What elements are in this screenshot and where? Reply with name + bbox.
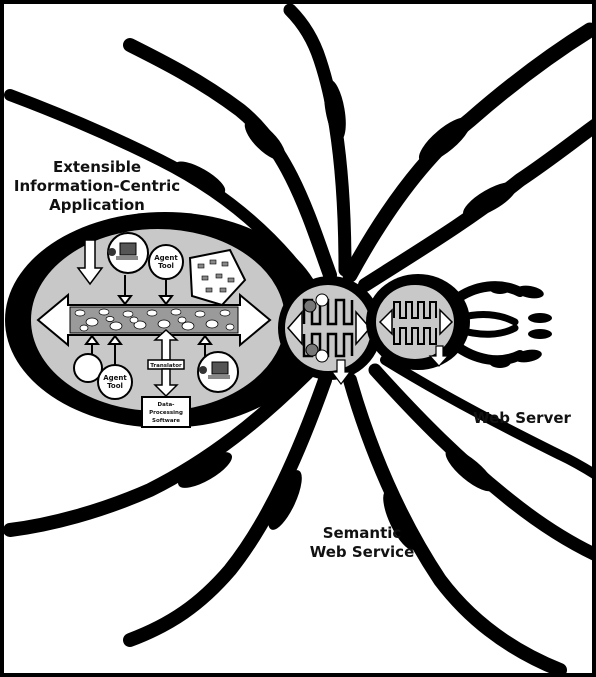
leg-lower-right-3 [380,355,596,480]
leg-joint-7 [268,470,302,530]
agent-tool-bottom-line2: Tool [107,382,123,390]
application-label: Extensible Information-Centric Applicati… [14,158,180,214]
agent-tool-top: Agent Tool [148,244,184,280]
translator-block: Translator [147,328,185,398]
agent-tool-bottom-line1: Agent [103,374,127,382]
input-arrow-icon [76,239,104,286]
leg-joint-3 [418,117,472,163]
leg-joint-5 [174,161,226,195]
pedipalps [450,281,552,368]
data-processing-line1: Data- [158,402,175,408]
data-processing-line2: Processing [149,410,183,416]
leg-joint-2 [324,79,346,141]
application-label-line3: Application [49,196,145,214]
leg-lower-right-1 [343,373,567,677]
agent-tool-top-line2: Tool [158,262,174,270]
leg-upper-left-1 [123,38,337,282]
web-server-graphic [378,301,454,367]
semantic-label: Semantic Web Service [310,524,415,561]
agent-tool-top-line1: Agent [154,254,178,262]
translator-label: Translator [150,363,182,369]
leg-joint-9 [445,448,495,492]
data-processing-line3: Software [152,418,180,424]
data-processing-software: Data- Processing Software [141,396,191,428]
node-circle-left [73,353,103,383]
spider-legs [3,3,596,677]
application-label-line1: Extensible [53,158,141,176]
semantic-service-graphic [287,293,371,385]
application-label-line2: Information-Centric [14,177,180,195]
leg-lower-left-1 [3,363,317,537]
computer-user-icon-top [107,232,149,274]
semantic-label-line2: Web Service [310,543,415,561]
leg-lower-right-2 [368,363,596,562]
semantic-label-line1: Semantic [323,524,402,542]
leg-joint-6 [178,452,232,488]
data-bus-arrow [36,292,272,348]
computer-user-icon-bottom [197,351,239,393]
web-server-label: Web Server [473,409,571,427]
leg-joint-4 [463,182,517,218]
agent-tool-bottom: Agent Tool [97,364,133,400]
leg-joint-8 [383,490,417,550]
leg-lower-left-2 [123,373,332,647]
network-graph-icon [188,248,247,307]
leg-joint-1 [244,119,286,161]
